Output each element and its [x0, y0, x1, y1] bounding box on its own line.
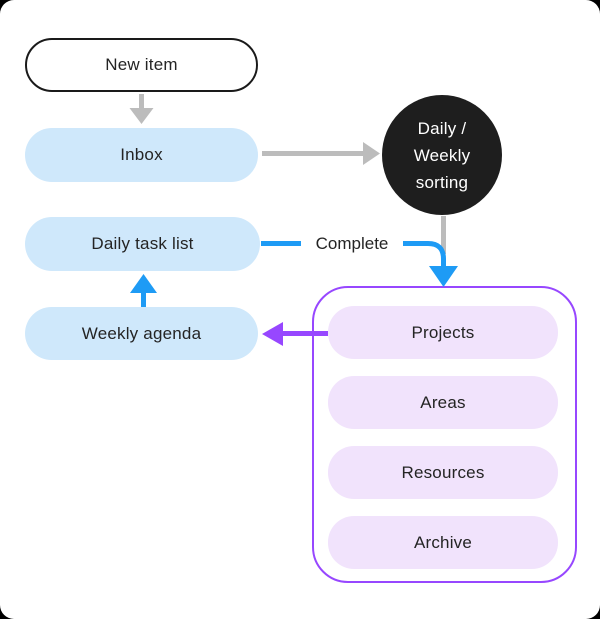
arrow-new-item-to-inbox: [129, 94, 154, 124]
sorting-label-line-3: sorting: [415, 172, 469, 192]
node-areas: Areas: [328, 376, 558, 429]
node-daily-task-list-label: Daily task list: [91, 234, 194, 253]
edge-label-complete: Complete: [301, 234, 403, 254]
node-daily-weekly-sorting: Daily / Weekly sorting: [382, 95, 502, 215]
node-new-item-label: New item: [105, 55, 178, 74]
node-archive: Archive: [328, 516, 558, 569]
node-daily-task-list: Daily task list: [25, 217, 260, 271]
node-resources: Resources: [328, 446, 558, 499]
arrow-complete-to-para: [402, 241, 458, 287]
node-projects: Projects: [328, 306, 558, 359]
node-areas-label: Areas: [420, 392, 466, 412]
node-weekly-agenda-label: Weekly agenda: [81, 323, 202, 343]
node-inbox: Inbox: [25, 128, 258, 182]
sorting-label-line-2: Weekly: [413, 145, 471, 165]
node-resources-label: Resources: [401, 462, 485, 482]
node-archive-label: Archive: [413, 532, 473, 552]
node-new-item: New item: [25, 38, 258, 92]
node-projects-label: Projects: [411, 322, 475, 342]
arrow-weekly-to-daily: [130, 274, 157, 307]
node-inbox-label: Inbox: [120, 145, 163, 164]
node-weekly-agenda: Weekly agenda: [25, 307, 258, 360]
sorting-label-line-1: Daily /: [417, 118, 467, 138]
arrow-inbox-to-sorting: [262, 142, 380, 165]
